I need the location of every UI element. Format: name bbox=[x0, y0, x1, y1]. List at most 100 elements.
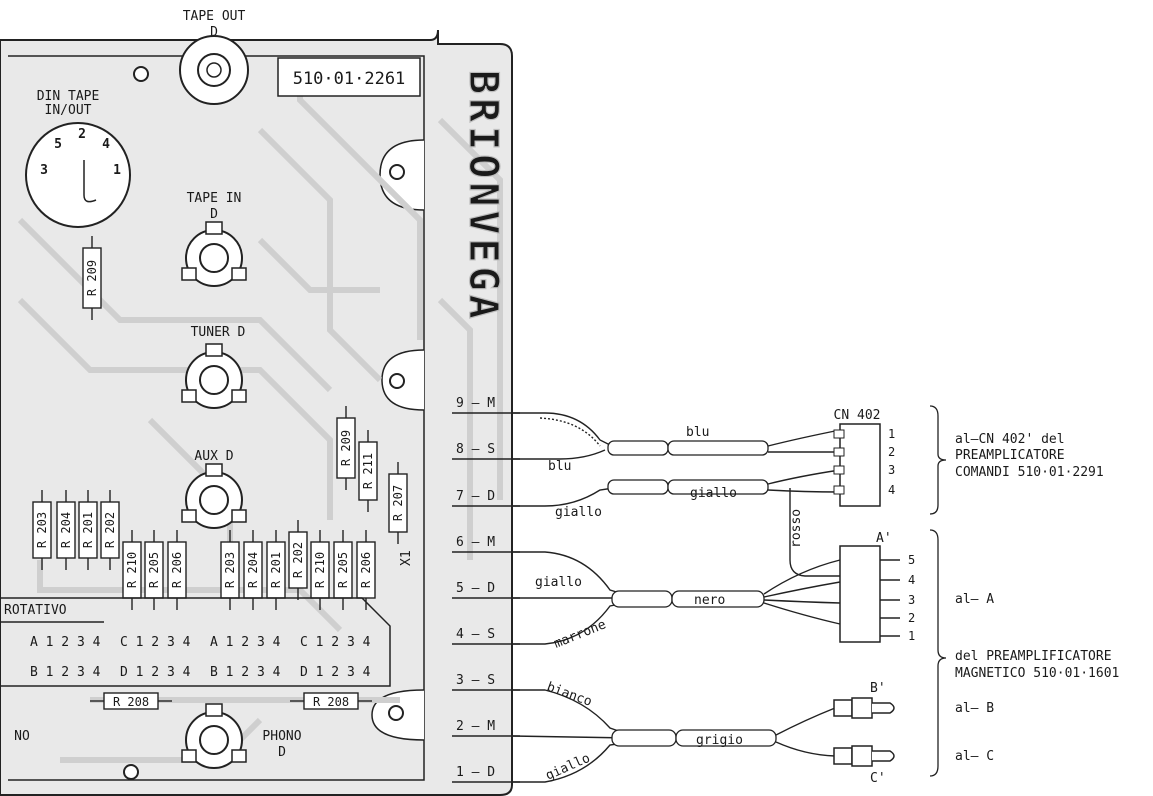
a-connector-label: A' bbox=[876, 531, 892, 546]
resistor-5: R 204 bbox=[56, 490, 76, 570]
resistor-13: R 201 bbox=[266, 530, 286, 610]
switch-row2-b: B 1 2 3 4 bbox=[30, 665, 101, 680]
edge-pin-2: 2 – M bbox=[452, 719, 520, 737]
b-note: al– B bbox=[955, 701, 994, 716]
wire-label-giallo-3: giallo bbox=[535, 575, 582, 590]
phono-channel: D bbox=[278, 745, 286, 760]
din-sublabel: IN/OUT bbox=[45, 103, 92, 118]
mount-hole-2 bbox=[389, 164, 405, 180]
phono-left-label: NO bbox=[14, 729, 30, 744]
resistor-label: R 201 bbox=[81, 512, 95, 548]
x1-label: X1 bbox=[399, 550, 414, 566]
wire-label-bianco: bianco bbox=[545, 680, 594, 710]
rca-plug-c: C' al– C bbox=[833, 745, 994, 786]
resistor-4: R 203 bbox=[32, 490, 52, 570]
a-pin-1: 1 bbox=[908, 629, 915, 643]
din-pin-1: 1 bbox=[113, 163, 121, 178]
resistor-r208-right: R 208 bbox=[290, 692, 372, 710]
resistor-label: R 201 bbox=[269, 552, 283, 588]
wire-label-nero: nero bbox=[694, 593, 725, 608]
a-pin-4: 4 bbox=[908, 573, 915, 587]
resistor-3: R 207 bbox=[388, 462, 408, 544]
din-socket bbox=[25, 122, 131, 228]
mount-hole-1 bbox=[133, 66, 149, 82]
mount-hole-5 bbox=[123, 764, 139, 780]
edge-pin-8: 8 – S bbox=[452, 442, 520, 460]
wire-label-giallo-1: giallo bbox=[690, 486, 737, 501]
wire-label-blu-small: blu bbox=[548, 459, 571, 474]
a-pin-2: 2 bbox=[908, 611, 915, 625]
c-plug-label: C' bbox=[870, 771, 886, 786]
cn402-pin-1: 1 bbox=[888, 427, 895, 441]
resistor-label: R 202 bbox=[291, 542, 305, 578]
edge-pin-label: 7 – D bbox=[456, 489, 495, 504]
resistor-16: R 205 bbox=[333, 530, 353, 610]
switch-row1-c: C 1 2 3 4 bbox=[120, 635, 191, 650]
connector-a: A' 5 4 3 2 1 al– A bbox=[839, 531, 994, 643]
tape-out-channel: D bbox=[210, 25, 218, 40]
edge-pins: 9 – M 8 – S 7 – D 6 – M 5 – D 4 – S 3 – S 2 – M… bbox=[452, 396, 520, 783]
edge-pin-3: 3 – S bbox=[452, 673, 520, 691]
pcb-board: 510·01·2261 BRIONVEGA bbox=[0, 29, 513, 796]
c-note: al– C bbox=[955, 749, 994, 764]
cn402-note-1: al–CN 402' del bbox=[955, 432, 1065, 447]
edge-pin-4: 4 – S bbox=[452, 627, 520, 645]
part-number: 510·01·2261 bbox=[293, 69, 406, 89]
connector-cn402: CN 402 1 2 3 4 al–CN 402' del PREAMPLICA… bbox=[833, 405, 1104, 515]
part-number-box bbox=[277, 57, 421, 97]
jack-aux: AUX D bbox=[181, 449, 247, 529]
cn402-note-2: PREAMPLICATORE bbox=[955, 448, 1065, 463]
rotary-switch: ROTATIVO A 1 2 3 4 C 1 2 3 4 A 1 2 3 4 C… bbox=[0, 597, 391, 687]
resistor-r208-left: R 208 bbox=[90, 692, 172, 710]
switch-row2-b2: B 1 2 3 4 bbox=[210, 665, 281, 680]
edge-pin-7: 7 – D bbox=[452, 489, 520, 507]
resistor-1: R 209 bbox=[336, 406, 356, 490]
jack-din: DIN TAPE IN/OUT 5 2 4 3 1 bbox=[25, 89, 131, 228]
resistor-label: R 207 bbox=[391, 485, 405, 521]
wire-label-giallo-4: giallo bbox=[544, 751, 593, 784]
wire-harness bbox=[511, 412, 841, 783]
switch-row2-d2: D 1 2 3 4 bbox=[300, 665, 371, 680]
din-pin-4: 4 bbox=[102, 137, 110, 152]
resistor-15: R 210 bbox=[310, 530, 330, 610]
resistor-label: R 204 bbox=[59, 512, 73, 548]
edge-pin-label: 8 – S bbox=[456, 442, 495, 457]
wire-label-grigio: grigio bbox=[696, 733, 743, 748]
edge-pin-label: 3 – S bbox=[456, 673, 495, 688]
din-label: DIN TAPE bbox=[37, 89, 100, 104]
edge-pin-6: 6 – M bbox=[452, 535, 520, 553]
din-pin-3: 3 bbox=[40, 163, 48, 178]
resistor-label: R 206 bbox=[359, 552, 373, 588]
switch-row2-d: D 1 2 3 4 bbox=[120, 665, 191, 680]
resistor-label: R 210 bbox=[313, 552, 327, 588]
b-plug-label: B' bbox=[870, 681, 886, 696]
switch-row1-a2: A 1 2 3 4 bbox=[210, 635, 281, 650]
resistor-label: R 210 bbox=[125, 552, 139, 588]
resistor-label: R 205 bbox=[336, 552, 350, 588]
edge-pin-label: 4 – S bbox=[456, 627, 495, 642]
resistor-label: R 211 bbox=[361, 453, 375, 489]
resistor-label: R 209 bbox=[339, 430, 353, 466]
cn402-pin-4: 4 bbox=[888, 483, 895, 497]
tape-in-label: TAPE IN bbox=[187, 191, 242, 206]
edge-pin-label: 6 – M bbox=[456, 535, 495, 550]
mount-hole-3 bbox=[389, 373, 405, 389]
edge-pin-9: 9 – M bbox=[452, 396, 520, 414]
edge-pin-1: 1 – D bbox=[452, 765, 520, 783]
resistor-14: R 202 bbox=[288, 520, 308, 600]
cn402-note-3: COMANDI 510·01·2291 bbox=[955, 465, 1104, 480]
resistor-label: R 205 bbox=[147, 552, 161, 588]
resistor-7: R 202 bbox=[100, 490, 120, 570]
svg-text:R 208: R 208 bbox=[113, 695, 149, 709]
switch-label: ROTATIVO bbox=[4, 603, 67, 618]
cn402-pin-2: 2 bbox=[888, 445, 895, 459]
edge-pin-label: 9 – M bbox=[456, 396, 495, 411]
edge-pin-label: 5 – D bbox=[456, 581, 495, 596]
resistor-label: R 202 bbox=[103, 512, 117, 548]
phono-label: PHONO bbox=[262, 729, 301, 744]
svg-text:R 208: R 208 bbox=[313, 695, 349, 709]
resistor-label: R 206 bbox=[170, 552, 184, 588]
